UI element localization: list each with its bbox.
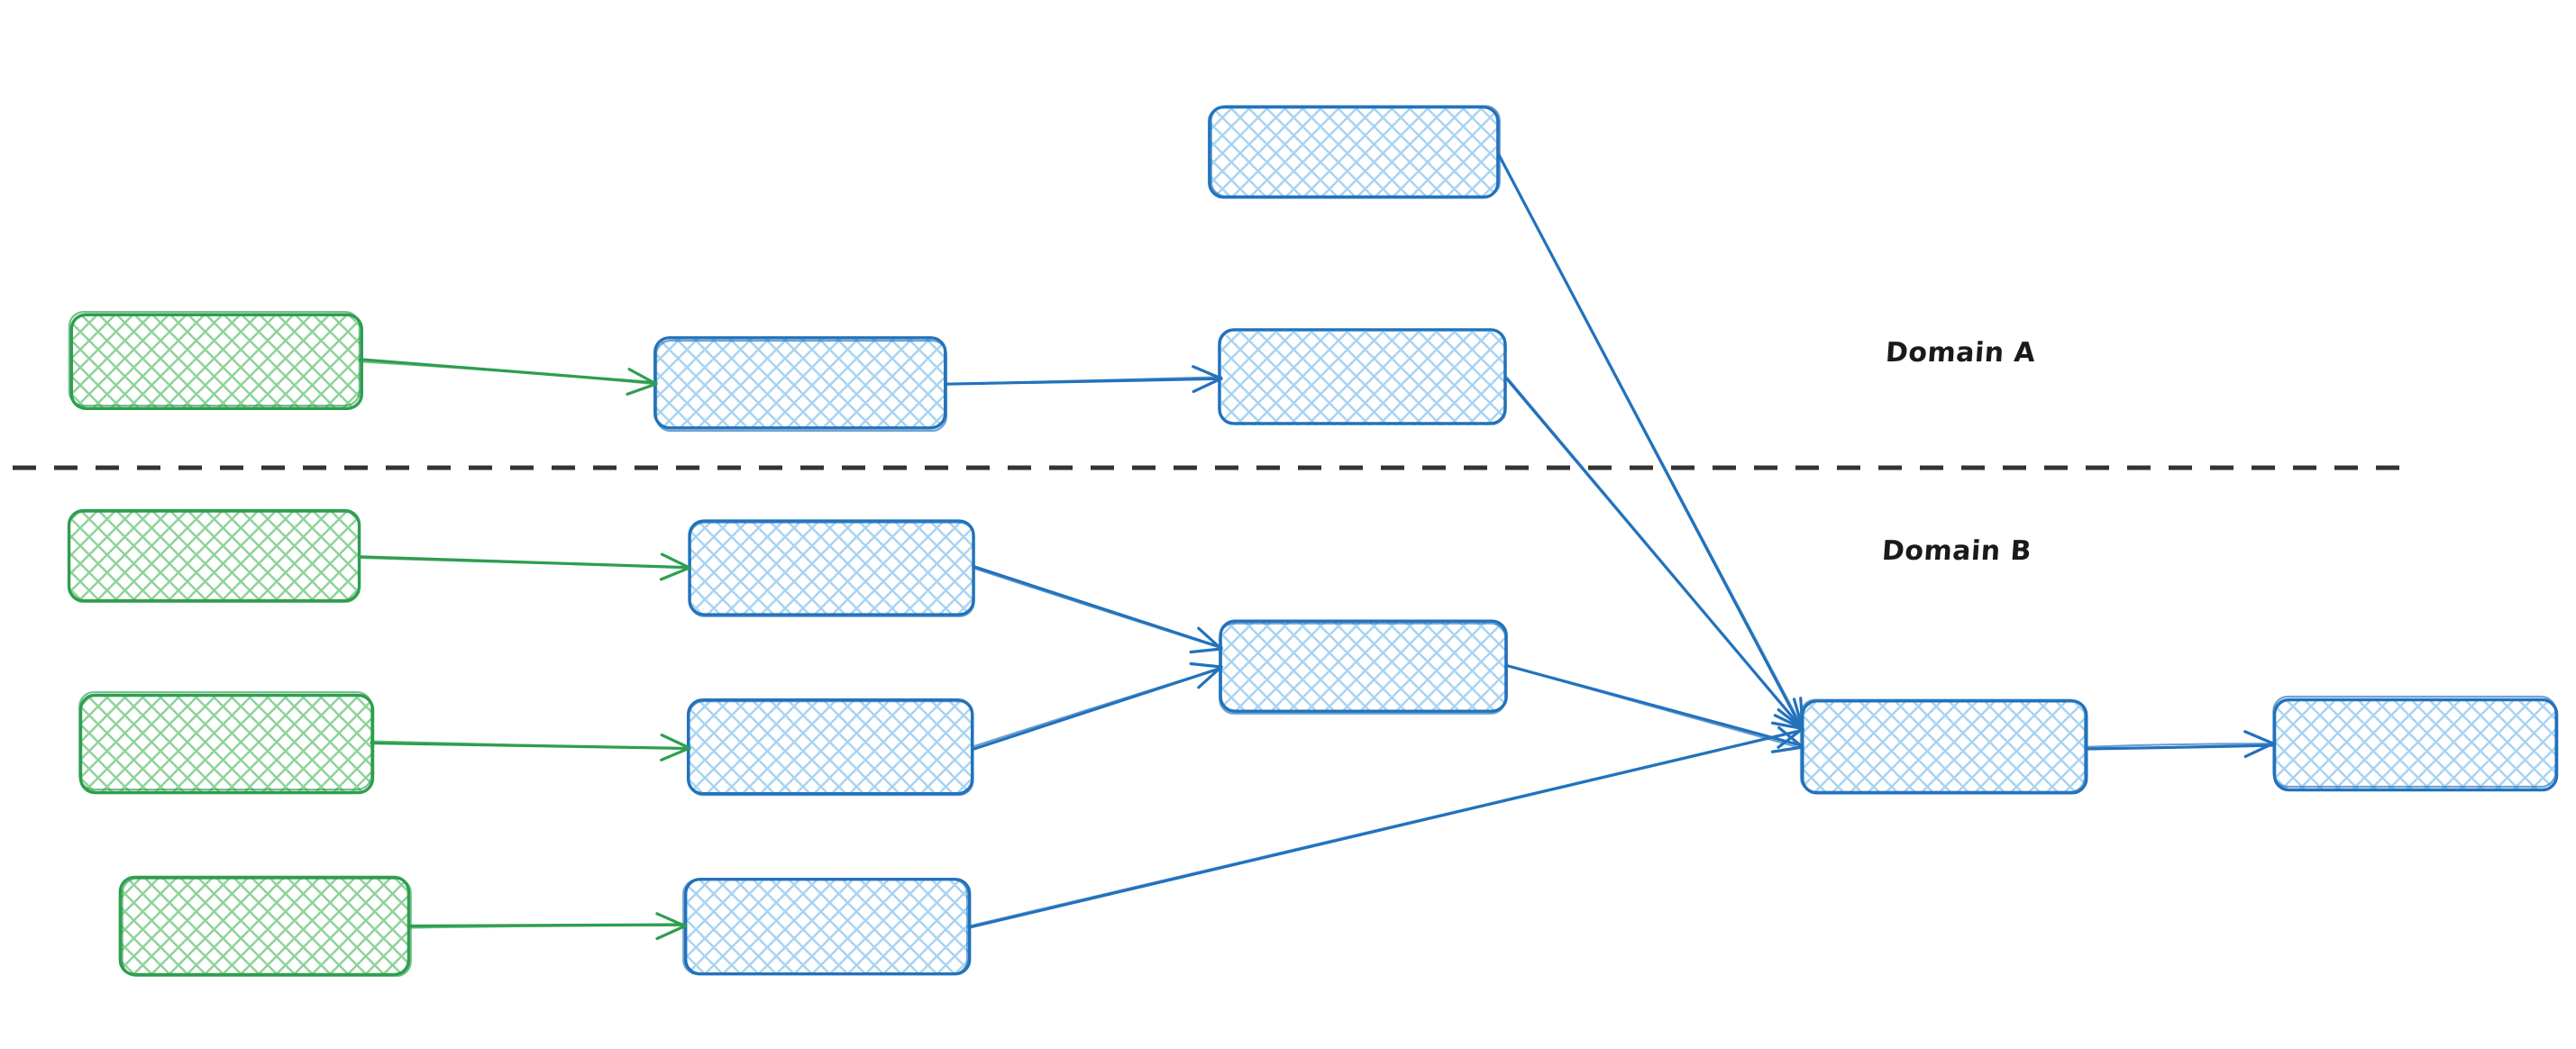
node-g4[interactable] bbox=[118, 875, 412, 978]
node-g1[interactable] bbox=[68, 311, 363, 410]
edges-layer bbox=[359, 153, 2275, 941]
edge-b_b1-to-b_mid bbox=[972, 564, 1223, 654]
domain-a-label: Domain A bbox=[1884, 337, 2037, 369]
edge-b_mid-to-b_hub bbox=[1505, 664, 1804, 753]
node-b_hub[interactable] bbox=[1799, 698, 2088, 795]
node-b_b1[interactable] bbox=[688, 519, 975, 617]
domain-b-label: Domain B bbox=[1880, 535, 2033, 567]
edge-g1-to-b_a1 bbox=[359, 358, 658, 396]
node-b_a2[interactable] bbox=[1218, 328, 1507, 425]
node-b_top[interactable] bbox=[1208, 105, 1501, 199]
node-b_b3[interactable] bbox=[682, 877, 972, 976]
node-g2[interactable] bbox=[67, 508, 361, 603]
node-b_a1[interactable] bbox=[653, 336, 948, 433]
node-b_mid[interactable] bbox=[1219, 619, 1508, 715]
edge-g4-to-b_b3 bbox=[408, 912, 687, 941]
edge-b_a2-to-b_hub bbox=[1505, 376, 1804, 731]
node-b_b2[interactable] bbox=[686, 698, 974, 797]
edge-b_b2-to-b_mid bbox=[972, 661, 1223, 751]
edge-b_top-to-b_hub bbox=[1497, 153, 1804, 733]
node-g3[interactable] bbox=[78, 690, 375, 795]
node-b_out[interactable] bbox=[2272, 695, 2559, 792]
edge-b_hub-to-b_out bbox=[2085, 730, 2275, 759]
edge-g3-to-b_b2 bbox=[370, 734, 691, 762]
nodes-layer bbox=[67, 105, 2559, 978]
edge-b_a1-to-b_a2 bbox=[945, 365, 1223, 394]
edge-b_b3-to-b_hub bbox=[967, 721, 1804, 929]
edge-g2-to-b_b1 bbox=[359, 552, 691, 581]
